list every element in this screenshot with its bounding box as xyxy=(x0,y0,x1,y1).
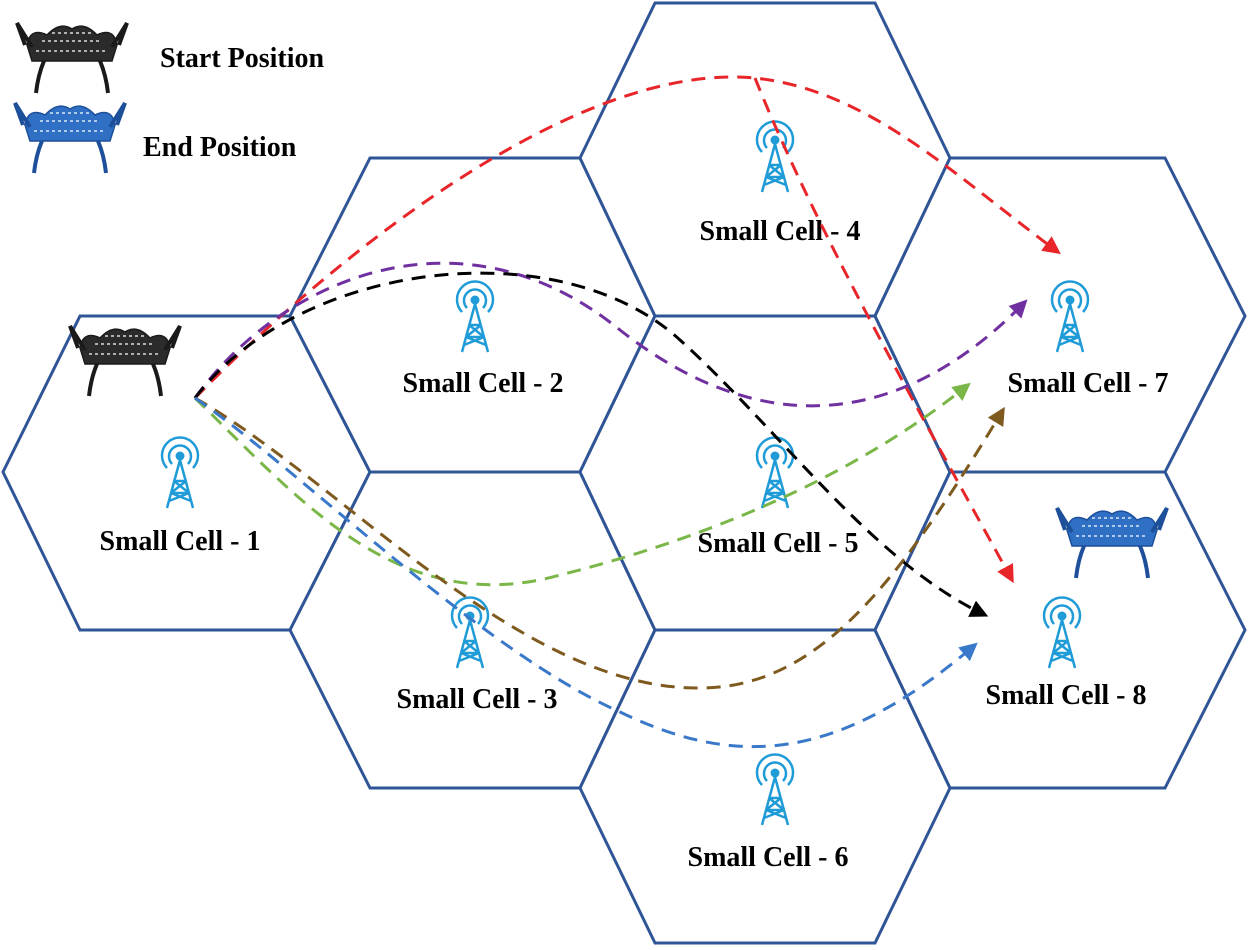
hex-cell-7 xyxy=(873,156,1247,474)
trajectory-green xyxy=(193,382,971,587)
cell-label-1: Small Cell - 1 xyxy=(100,526,261,557)
legend: Start Position End Position xyxy=(13,21,325,175)
cell-label-2: Small Cell - 2 xyxy=(403,368,564,399)
trajectory-blue xyxy=(194,396,978,749)
cell-label-7: Small Cell - 7 xyxy=(1008,368,1169,399)
cell-label-5: Small Cell - 5 xyxy=(698,528,859,559)
legend-start-label: Start Position xyxy=(160,43,325,74)
hex-cell-5 xyxy=(578,314,952,632)
cell-label-3: Small Cell - 3 xyxy=(397,684,558,715)
legend-end-label: End Position xyxy=(143,132,297,163)
trajectory-black xyxy=(193,271,989,617)
cell-label-6: Small Cell - 6 xyxy=(688,842,849,873)
drone-end-icon xyxy=(13,101,127,175)
trajectory-red-cell8 xyxy=(753,77,1014,584)
cell-label-8: Small Cell - 8 xyxy=(986,680,1147,711)
trajectory-brown xyxy=(194,396,1005,690)
drone-start-icon xyxy=(15,21,129,95)
hex-cell-4 xyxy=(578,1,952,318)
trajectory-purple xyxy=(193,261,1028,408)
cell-label-4: Small Cell - 4 xyxy=(700,216,861,247)
trajectory-red-cell7 xyxy=(193,75,1061,400)
